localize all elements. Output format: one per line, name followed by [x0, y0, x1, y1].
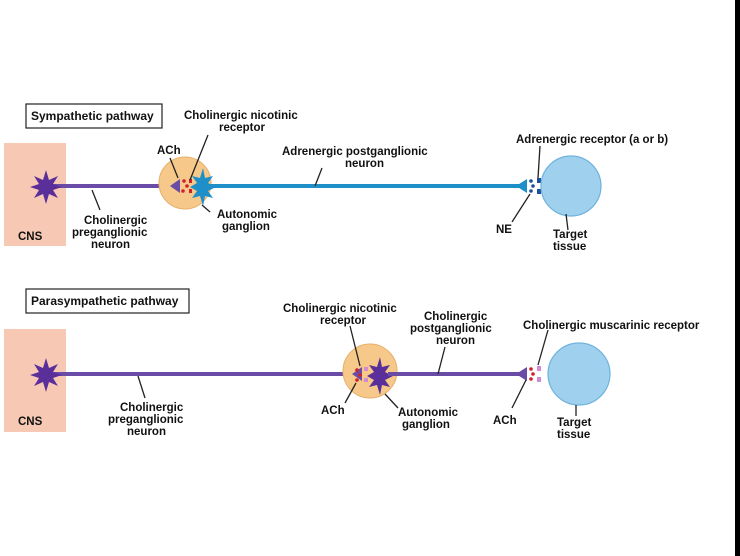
sympathetic-preganglionic-label-line1: Cholinergic	[84, 215, 148, 227]
sympathetic-cns-label: CNS	[18, 231, 43, 243]
parasympathetic-ganglion-ach-vesicles	[355, 368, 362, 382]
parasympathetic-cns-neuron-body	[30, 358, 62, 392]
parasympathetic-preganglionic-label-line3: neuron	[127, 426, 166, 438]
parasympathetic-pathway: Parasympathetic pathway CNS	[4, 288, 700, 441]
sympathetic-pathway: Sympathetic pathway CNS	[4, 103, 668, 253]
sympathetic-postganglionic-terminal	[516, 179, 527, 193]
parasympathetic-target-label-line1: Target	[557, 417, 591, 429]
sympathetic-leader-lines	[91, 134, 569, 231]
parasympathetic-postganglionic-label-line1: Cholinergic	[424, 311, 488, 323]
sympathetic-postganglionic-cell-body	[190, 168, 216, 206]
sympathetic-postganglionic-label-line1: Adrenergic postganglionic	[282, 146, 428, 158]
parasympathetic-preganglionic-label-line2: preganglionic	[108, 414, 184, 426]
sympathetic-ach-label: ACh	[157, 145, 181, 157]
sympathetic-ganglion-label-line2: ganglion	[222, 221, 270, 233]
sympathetic-preganglionic-terminal	[170, 179, 180, 193]
sympathetic-title-box	[25, 103, 163, 129]
parasympathetic-title: Parasympathetic pathway	[31, 294, 179, 308]
sympathetic-title: Sympathetic pathway	[31, 109, 154, 123]
parasympathetic-ganglion-label-line1: Autonomic	[398, 407, 459, 419]
parasympathetic-preganglionic-label-line1: Cholinergic	[120, 402, 184, 414]
sympathetic-nicotinic-receptor	[189, 179, 192, 193]
sympathetic-ne-vesicles	[529, 179, 535, 193]
sympathetic-preganglionic-label-line3: neuron	[91, 239, 130, 251]
sympathetic-ne-label: NE	[496, 224, 512, 236]
parasympathetic-muscarinic-receptor	[537, 366, 541, 382]
right-edge-bar	[735, 0, 740, 556]
sympathetic-target-tissue	[540, 155, 602, 217]
parasympathetic-cns-box	[4, 329, 66, 432]
sympathetic-postganglionic-label-line2: neuron	[345, 158, 384, 170]
sympathetic-cns-neuron-body	[30, 170, 62, 204]
parasympathetic-nicotinic-label-line2: receptor	[320, 315, 367, 327]
parasympathetic-cns-label: CNS	[18, 416, 43, 428]
parasympathetic-ganglion	[342, 343, 398, 399]
sympathetic-adrenergic-receptor-label: Adrenergic receptor (a or b)	[516, 134, 668, 146]
parasympathetic-muscarinic-receptor-label: Cholinergic muscarinic receptor	[523, 320, 700, 332]
parasympathetic-nicotinic-label-line1: Cholinergic nicotinic	[283, 303, 397, 315]
sympathetic-ganglion-label-line1: Autonomic	[217, 209, 278, 221]
parasympathetic-target-ach-label: ACh	[493, 415, 517, 427]
sympathetic-adrenergic-receptor	[537, 178, 541, 194]
sympathetic-target-label-line2: tissue	[553, 241, 586, 253]
parasympathetic-title-box	[25, 288, 190, 314]
parasympathetic-ganglion-ach-label: ACh	[321, 405, 345, 417]
parasympathetic-target-label-line2: tissue	[557, 429, 590, 441]
sympathetic-preganglionic-label-line2: preganglionic	[72, 227, 148, 239]
sympathetic-target-label-line1: Target	[553, 229, 587, 241]
parasympathetic-target-tissue	[547, 342, 611, 406]
parasympathetic-postganglionic-cell-body	[367, 357, 393, 395]
parasympathetic-preganglionic-terminal	[352, 367, 362, 381]
parasympathetic-postganglionic-terminal	[516, 367, 527, 381]
parasympathetic-nicotinic-receptor	[364, 367, 368, 382]
parasympathetic-postganglionic-label-line3: neuron	[436, 335, 475, 347]
sympathetic-nicotinic-label-line2: receptor	[219, 122, 266, 134]
parasympathetic-postganglionic-label-line2: postganglionic	[410, 323, 492, 335]
sympathetic-ach-vesicles	[181, 179, 189, 193]
parasympathetic-ganglion-label-line2: ganglion	[402, 419, 450, 431]
parasympathetic-leader-lines	[137, 325, 577, 416]
sympathetic-nicotinic-label-line1: Cholinergic nicotinic	[184, 110, 298, 122]
parasympathetic-target-ach-vesicles	[529, 367, 535, 381]
